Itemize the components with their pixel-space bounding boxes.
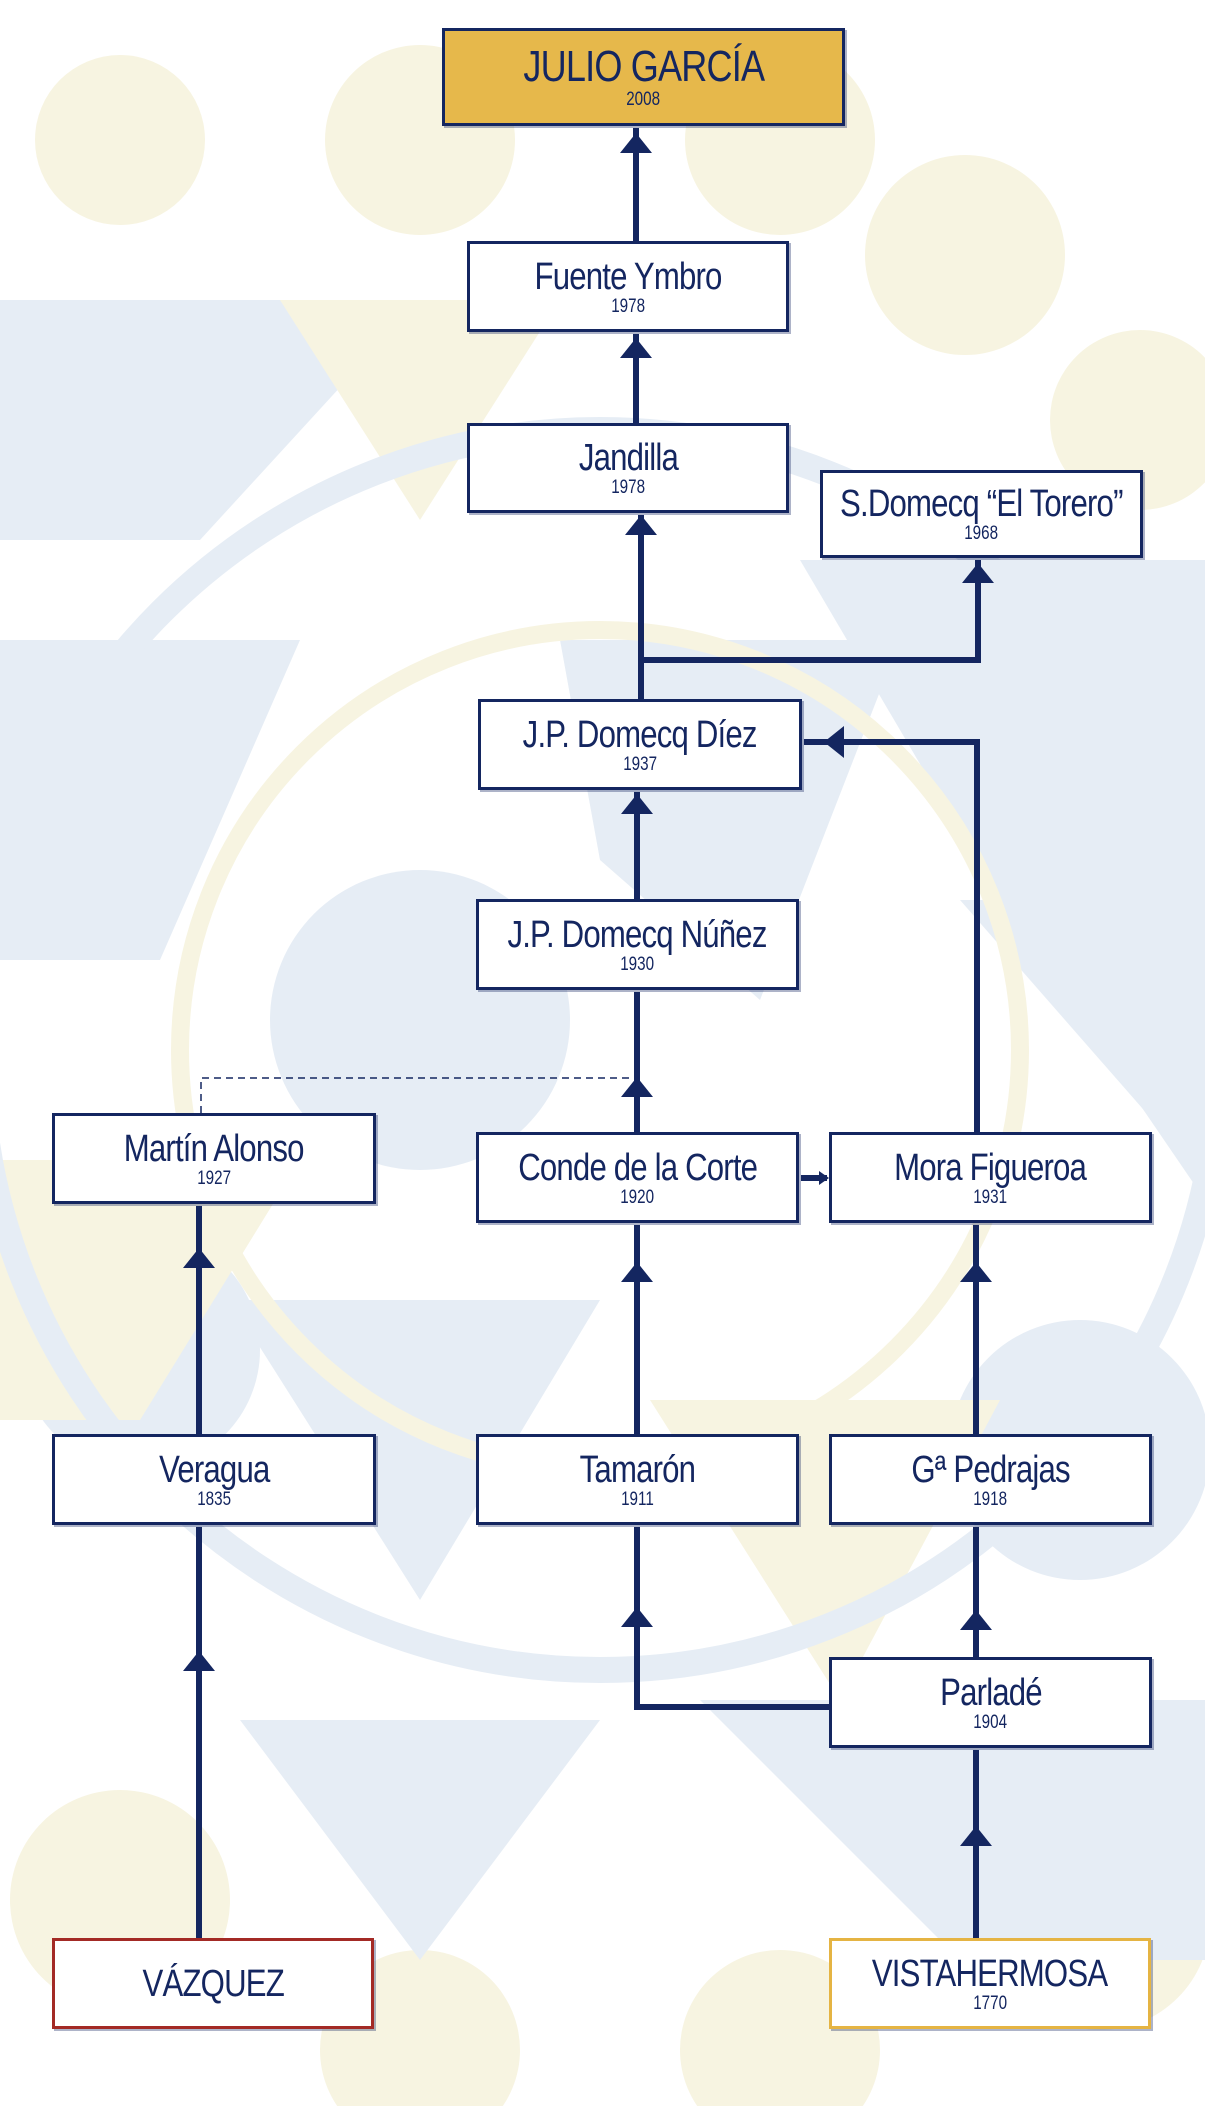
- edge-martinalonso-dashed: [200, 1077, 637, 1113]
- node-name: S.Domecq “El Torero”: [840, 483, 1123, 525]
- edge-parlade-tamaron: [634, 1527, 829, 1710]
- bg-circle: [865, 155, 1065, 355]
- arrow-up-icon: [620, 338, 652, 358]
- node-year: 1835: [197, 1488, 231, 1510]
- node-vistahermosa: VISTAHERMOSA 1770: [829, 1938, 1151, 2029]
- node-year: 1978: [611, 295, 645, 317]
- node-veragua: Veragua 1835: [52, 1434, 376, 1525]
- node-name: Jandilla: [578, 437, 678, 479]
- node-martin-alonso: Martín Alonso 1927: [52, 1113, 376, 1204]
- node-name: J.P. Domecq Núñez: [507, 913, 768, 956]
- node-name: VÁZQUEZ: [142, 1962, 284, 2005]
- arrow-up-icon: [960, 1826, 992, 1846]
- arrow-up-icon: [960, 1610, 992, 1630]
- arrow-left-icon: [824, 726, 844, 758]
- node-tamaron: Tamarón 1911: [476, 1434, 799, 1525]
- node-ga-pedrajas: Gª Pedrajas 1918: [829, 1434, 1152, 1525]
- node-name: Conde de la Corte: [518, 1146, 758, 1189]
- node-vazquez: VÁZQUEZ: [52, 1938, 374, 2029]
- lineage-connectors: [183, 128, 994, 1938]
- bg-shape: [700, 1700, 1205, 1960]
- node-jandilla: Jandilla 1978: [467, 423, 789, 513]
- node-name: Parladé: [939, 1671, 1042, 1714]
- arrow-up-icon: [621, 1262, 653, 1282]
- node-year: 1918: [973, 1488, 1008, 1510]
- arrow-up-icon: [183, 1651, 215, 1671]
- node-year: 1978: [611, 477, 645, 498]
- arrow-up-icon: [962, 563, 994, 583]
- bg-shape: [0, 300, 420, 540]
- arrow-up-icon: [620, 133, 652, 153]
- bg-shape: [240, 1720, 600, 1960]
- node-mora-figueroa: Mora Figueroa 1931: [829, 1132, 1152, 1223]
- node-year: 1930: [620, 953, 655, 975]
- arrow-up-icon: [621, 1607, 653, 1627]
- bg-circle: [1050, 330, 1205, 510]
- node-parlade: Parladé 1904: [829, 1657, 1152, 1748]
- arrow-right-icon: [819, 1171, 829, 1185]
- node-name: Gª Pedrajas: [911, 1448, 1070, 1491]
- node-jp-domecq-nunez: J.P. Domecq Núñez 1930: [476, 899, 799, 990]
- node-year: 1770: [973, 1992, 1007, 2014]
- node-year: 1968: [964, 523, 999, 544]
- node-name: VISTAHERMOSA: [872, 1952, 1108, 1995]
- node-year: 1937: [623, 753, 657, 775]
- node-year: 1931: [973, 1186, 1008, 1208]
- arrow-up-icon: [960, 1262, 992, 1282]
- arrow-up-icon: [183, 1248, 215, 1268]
- arrow-up-icon: [621, 794, 653, 814]
- node-name: Tamarón: [579, 1448, 696, 1491]
- node-sdomecq-torero: S.Domecq “El Torero” 1968: [820, 470, 1143, 558]
- node-jp-domecq-diez: J.P. Domecq Díez 1937: [478, 699, 802, 790]
- node-year: 1904: [973, 1711, 1008, 1733]
- node-fuente-ymbro: Fuente Ymbro 1978: [467, 241, 789, 332]
- node-name: J.P. Domecq Díez: [523, 713, 758, 756]
- node-year: 1927: [197, 1167, 231, 1189]
- node-name: Veragua: [158, 1448, 270, 1491]
- node-name: JULIO GARCÍA: [523, 42, 765, 91]
- node-name: Mora Figueroa: [894, 1146, 1088, 1189]
- node-year: 1911: [621, 1488, 654, 1510]
- background-pattern: [0, 45, 1205, 2106]
- node-conde-corte: Conde de la Corte 1920: [476, 1132, 799, 1223]
- node-name: Martín Alonso: [124, 1127, 305, 1170]
- edge-morafigueroa-jpdomecqdiez: [804, 739, 980, 1132]
- edge-jpdomecqdiez-sdomecq: [641, 560, 981, 663]
- arrow-up-icon: [621, 1077, 653, 1097]
- bg-shape: [280, 300, 560, 520]
- node-name: Fuente Ymbro: [534, 255, 722, 298]
- arrow-up-icon: [625, 515, 657, 535]
- node-year: 2008: [626, 89, 661, 110]
- node-year: 1920: [620, 1186, 655, 1208]
- node-julio-garcia: JULIO GARCÍA 2008: [442, 28, 845, 126]
- bg-circle: [35, 55, 205, 225]
